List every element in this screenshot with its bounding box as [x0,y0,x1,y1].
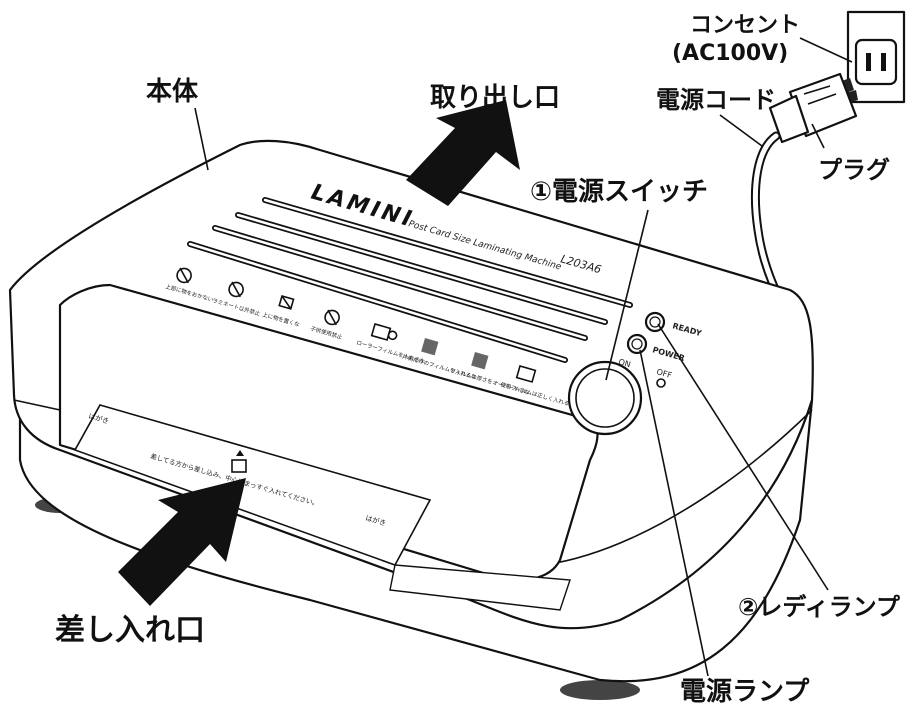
output-arrow-icon [406,100,520,206]
label-ready-lamp: ②レディランプ [738,593,901,621]
power-switch-button[interactable] [567,360,643,436]
power-plug [768,72,858,144]
laminator-body [8,139,814,700]
insertion-arrow-icon [118,478,246,606]
tray-arrow-icon [231,450,247,473]
on-text: ON [617,357,631,369]
wall-outlet [846,10,906,104]
leader-lines [194,37,853,677]
label-power-cord: 電源コード [656,86,776,114]
label-output-slot: 取り出し口 [430,83,560,113]
label-body: 本体 [146,77,199,107]
label-outlet-line1: コンセント [690,13,800,38]
label-power-switch: ①電源スイッチ [530,177,708,207]
warning-icons [176,267,537,383]
off-indicator-icon [656,378,666,388]
label-power-lamp: 電源ランプ [680,677,810,707]
off-text: OFF [655,367,673,380]
label-plug: プラグ [818,156,890,184]
label-outlet-line2: (AC100V) [672,41,788,66]
label-insertion-slot: 差し入れ口 [55,613,205,648]
